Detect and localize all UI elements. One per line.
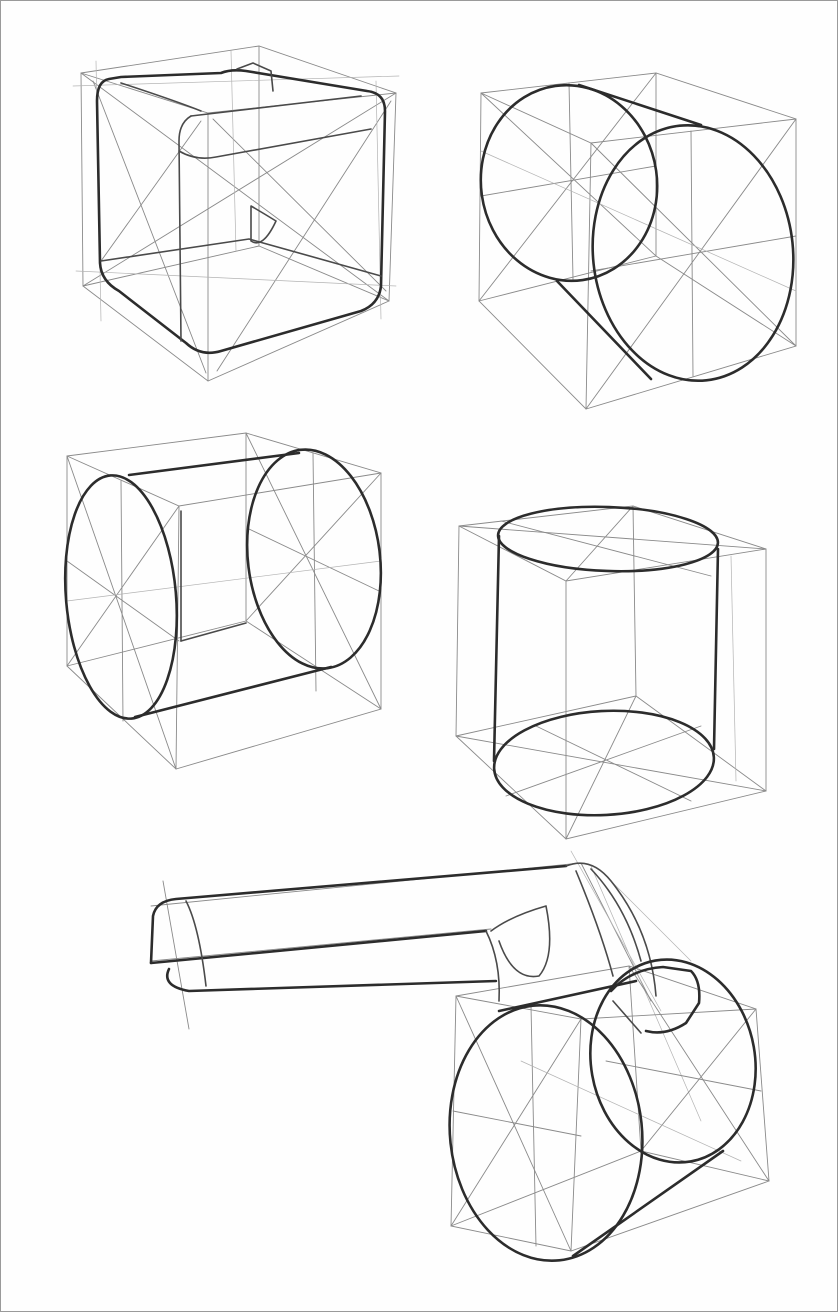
cylinder-left-contour bbox=[63, 448, 383, 720]
cylinder-bottom-construction bbox=[450, 965, 770, 1252]
cylinder-with-handle-figure bbox=[149, 850, 770, 1262]
rounded-cube-contour bbox=[95, 62, 387, 355]
horizontal-cylinder-right-figure bbox=[478, 72, 797, 410]
rounded-cube-construction bbox=[72, 45, 400, 382]
vertical-cylinder-construction bbox=[455, 505, 767, 840]
horizontal-cylinder-left-figure bbox=[63, 432, 383, 770]
vertical-cylinder-figure bbox=[455, 505, 767, 840]
handle-contour bbox=[149, 862, 657, 1002]
cylinder-bottom-contour bbox=[448, 958, 757, 1262]
vertical-cylinder-contour bbox=[492, 505, 720, 817]
rounded-cube-figure bbox=[72, 45, 400, 382]
cylinder-left-construction bbox=[66, 432, 382, 770]
cylinder-right-contour bbox=[479, 83, 795, 383]
